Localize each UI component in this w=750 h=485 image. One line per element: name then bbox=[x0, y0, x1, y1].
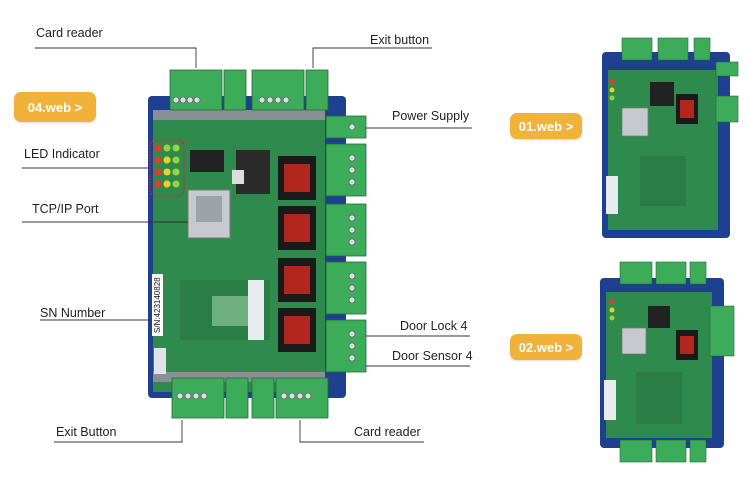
label-led-indicator: LED Indicator bbox=[24, 147, 100, 161]
badge-01-web[interactable]: 01.web > bbox=[510, 113, 582, 139]
badge-04-web[interactable]: 04.web > bbox=[14, 92, 96, 122]
label-sn-number: SN Number bbox=[40, 306, 106, 320]
label-exit-button-bottom: Exit Button bbox=[56, 425, 117, 439]
small-board-bottom bbox=[600, 261, 735, 463]
main-controller-board bbox=[148, 69, 367, 419]
label-exit-button-top: Exit button bbox=[370, 33, 430, 47]
serial-number-label: S/N:423140828 bbox=[152, 274, 163, 336]
label-tcpip-port: TCP/IP Port bbox=[32, 202, 99, 216]
label-door-lock-4: Door Lock 4 bbox=[400, 319, 468, 333]
label-power-supply: Power Supply bbox=[392, 109, 470, 123]
label-door-sensor-4: Door Sensor 4 bbox=[392, 349, 473, 363]
badge-02-web[interactable]: 02.web > bbox=[510, 334, 582, 360]
label-card-reader-bottom: Card reader bbox=[354, 425, 421, 439]
callout-lines bbox=[22, 47, 472, 443]
small-board-top bbox=[602, 37, 739, 238]
label-card-reader-top: Card reader bbox=[36, 26, 103, 40]
